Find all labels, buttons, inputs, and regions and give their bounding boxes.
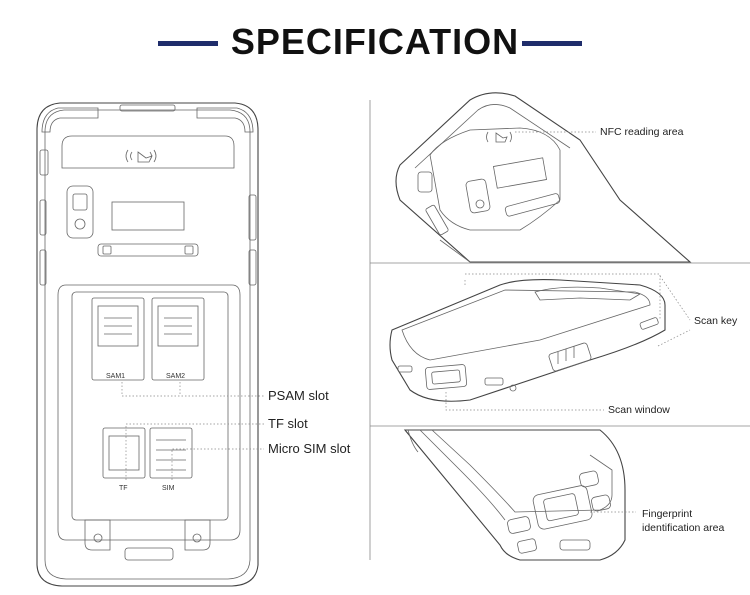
title-decoration-right: [522, 41, 582, 46]
micro-sim-slot-label: Micro SIM slot: [268, 441, 351, 456]
scan-key-label: Scan key: [694, 315, 738, 327]
title-decoration-left: [158, 41, 218, 46]
sam1-marking: SAM1: [106, 373, 125, 380]
title-section: SPECIFICATION: [0, 20, 750, 64]
device-nfc-perspective: [395, 92, 692, 263]
tf-slot-label: TF slot: [268, 416, 308, 431]
tf-marking: TF: [119, 485, 128, 492]
nfc-icon-small: [486, 131, 512, 143]
nfc-reading-area-label: NFC reading area: [600, 126, 684, 138]
scan-window-label: Scan window: [608, 404, 670, 416]
fingerprint-label-line1: Fingerprint: [642, 508, 693, 520]
sam2-marking: SAM2: [166, 373, 185, 380]
psam-slot-label: PSAM slot: [268, 388, 329, 403]
fingerprint-label-line2: identification area: [642, 522, 725, 534]
device-scan-perspective: [389, 273, 691, 411]
device-back-view: SAM1 SAM2 TF SIM: [36, 102, 264, 587]
nfc-icon: [125, 149, 157, 163]
page-title: SPECIFICATION: [230, 21, 520, 62]
sim-marking: SIM: [162, 485, 175, 492]
device-fingerprint-perspective: [403, 429, 636, 561]
